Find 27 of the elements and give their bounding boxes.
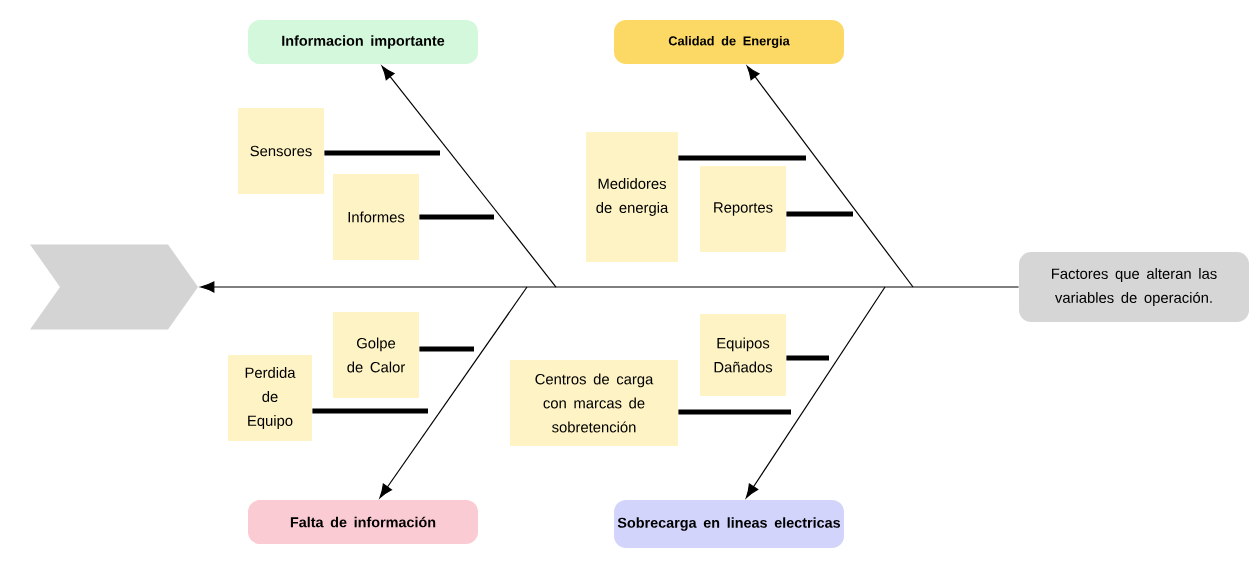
category-box: Sobrecarga en lineas electricas [614, 500, 844, 548]
bone-arrow [745, 286, 886, 499]
spine-arrow [200, 281, 1020, 293]
branch-line [786, 211, 853, 217]
sticky-note: Golpe de Calor [333, 312, 419, 398]
sticky-note: Medidores de energia [586, 132, 678, 262]
chevron-shape [30, 244, 198, 330]
sticky-note: Perdida de Equipo [228, 355, 312, 441]
branch-line [678, 409, 791, 415]
effect-box: Factores que alteran las variables de operación. [1019, 252, 1249, 322]
bone-arrow [746, 65, 914, 288]
bone-arrow [381, 65, 557, 288]
category-box: Calidad de Energia [614, 20, 844, 64]
branch-line [678, 155, 806, 161]
sticky-note: Informes [333, 174, 419, 260]
sticky-note: Sensores [238, 108, 324, 194]
sticky-note: Equipos Dañados [700, 314, 786, 396]
sticky-note: Reportes [700, 166, 786, 252]
category-box: Informacion importante [248, 20, 478, 64]
branch-line [786, 355, 829, 361]
sticky-note: Centros de carga con marcas de sobretención [510, 360, 678, 446]
branch-line [419, 346, 474, 352]
bone-arrow [379, 286, 528, 499]
branch-line [419, 214, 494, 220]
branch-line [312, 408, 428, 414]
category-box: Falta de información [248, 500, 478, 544]
branch-line [324, 150, 440, 156]
